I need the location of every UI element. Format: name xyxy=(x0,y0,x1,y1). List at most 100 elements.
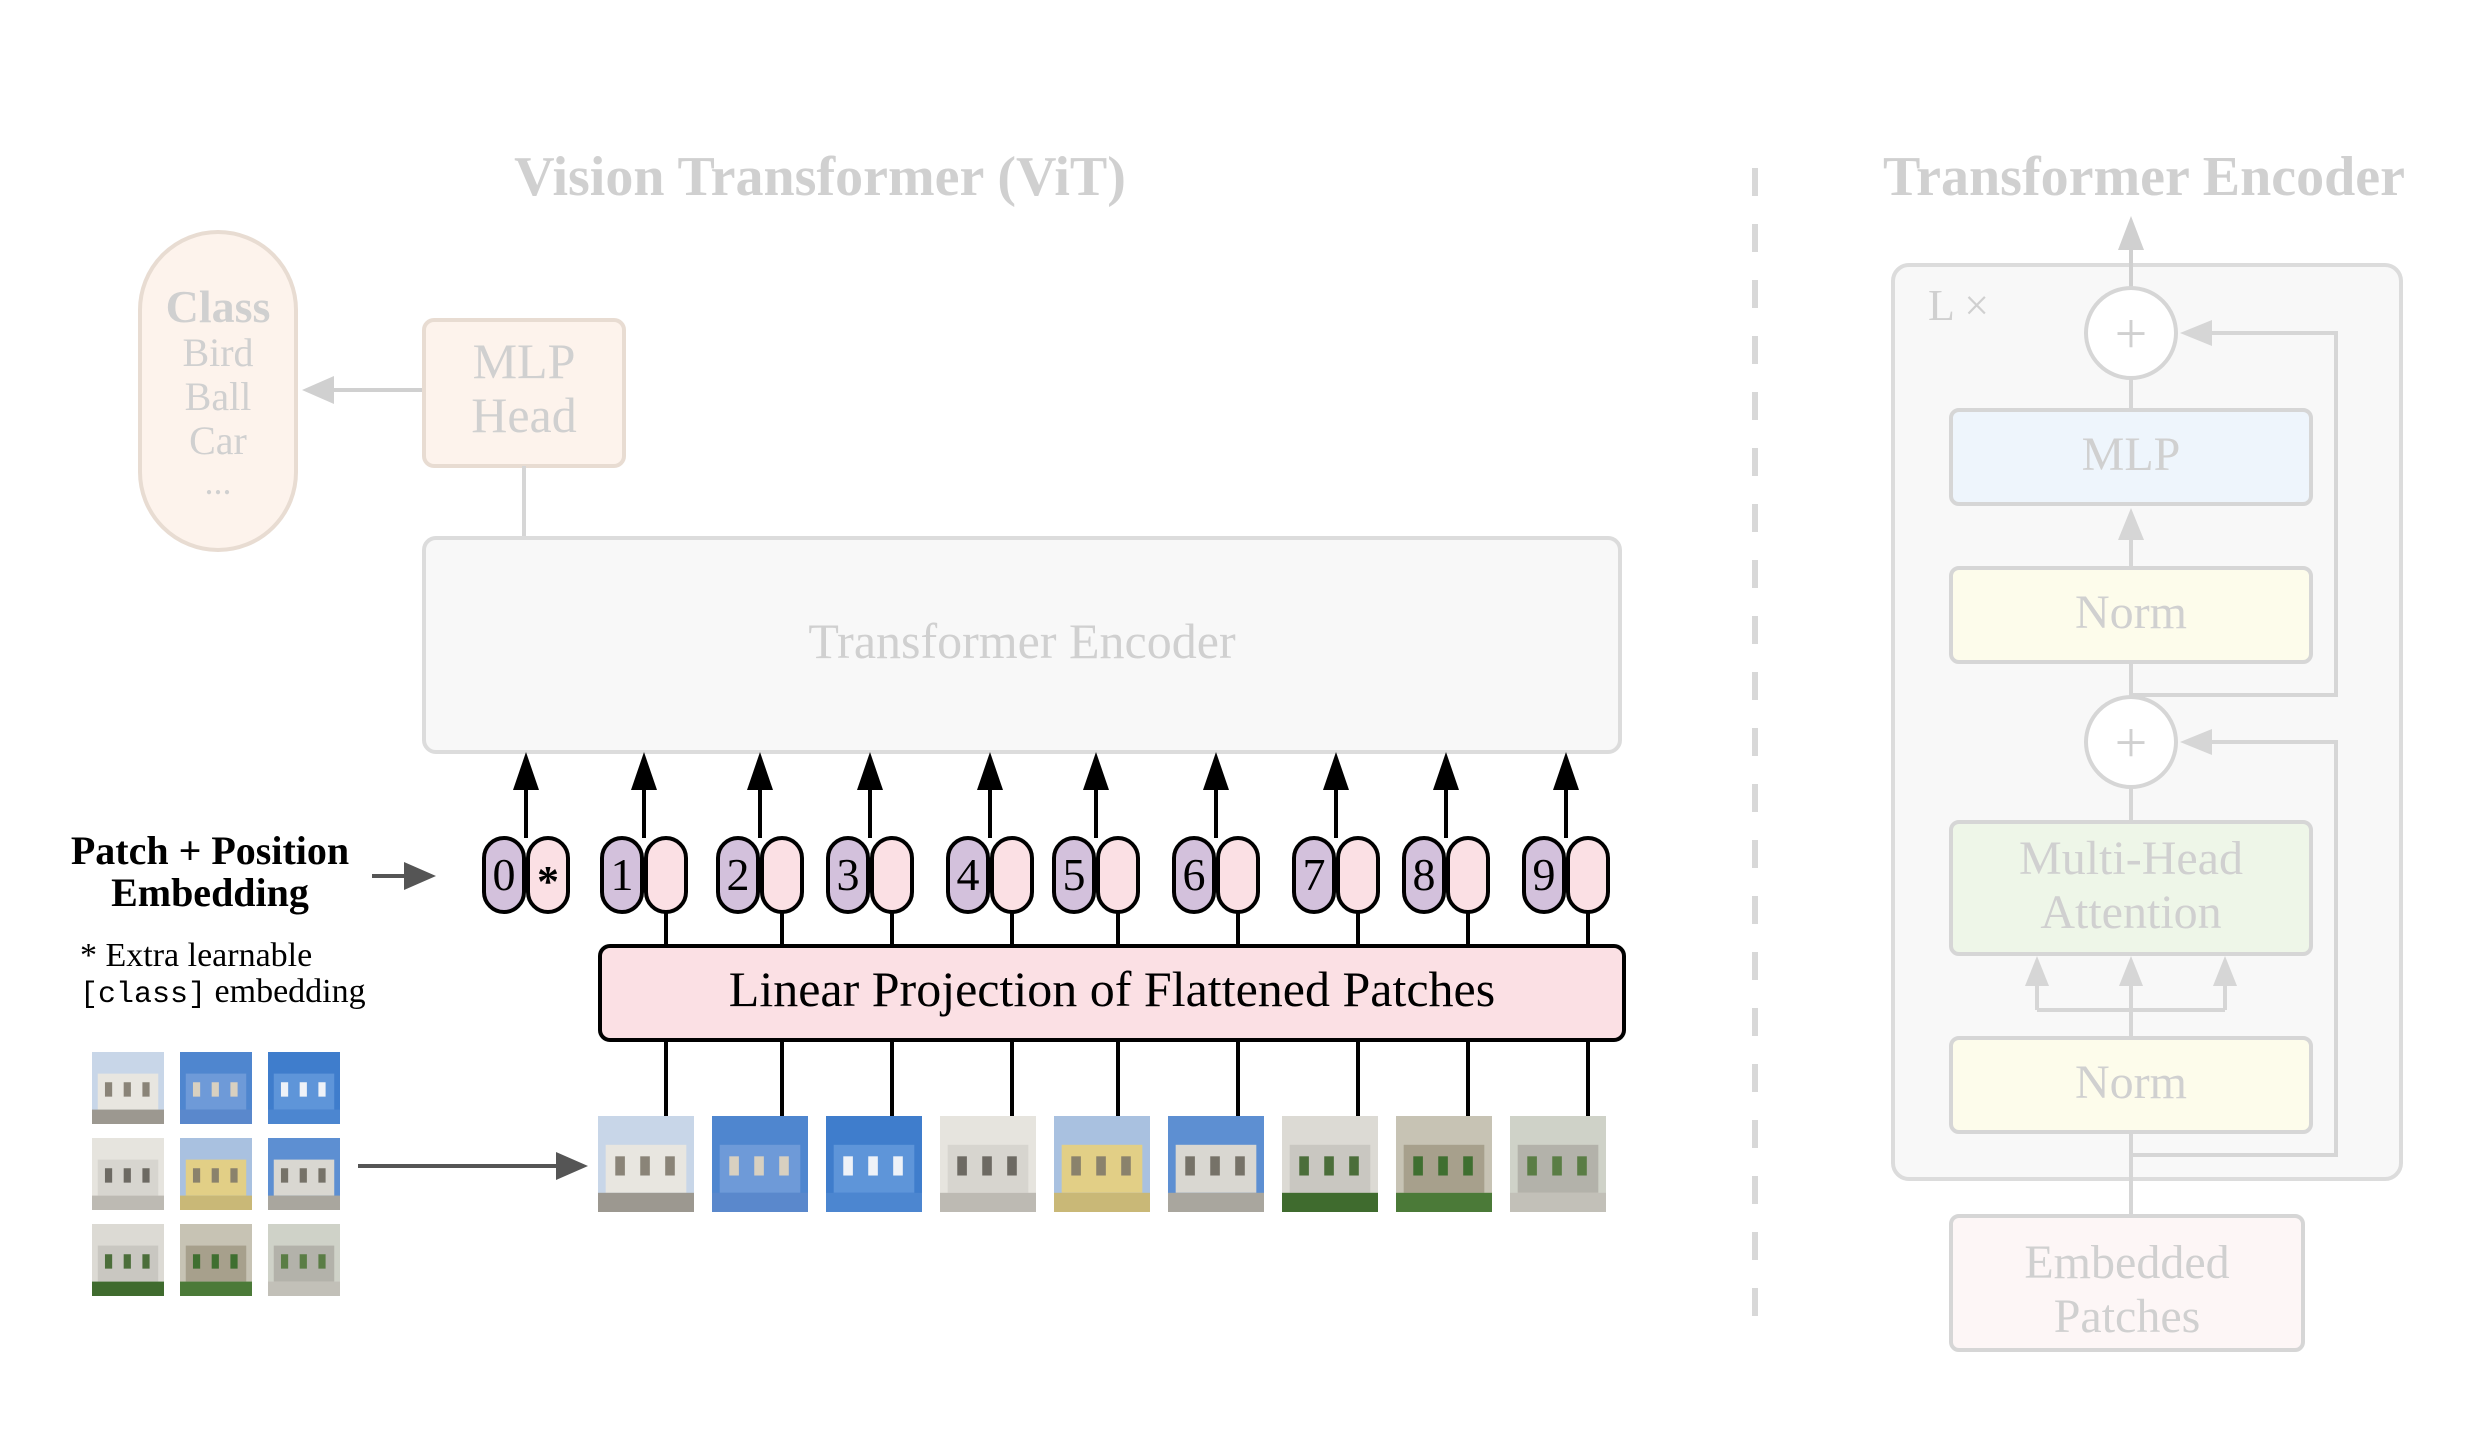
class-output-box: Class Bird Ball Car ... xyxy=(138,230,298,552)
token-arrowhead-8 xyxy=(1433,752,1459,790)
mlp-head-line2: Head xyxy=(471,387,577,443)
patch-embedding-5 xyxy=(1096,836,1140,914)
token-number-2: 2 xyxy=(727,849,750,900)
mlp-head-line1: MLP xyxy=(473,333,576,389)
linear-projection-box: Linear Projection of Flattened Patches xyxy=(598,944,1626,1042)
residual-skip-bottom-arrowhead xyxy=(2180,729,2212,755)
patch-4 xyxy=(940,1116,1036,1212)
residual-skip-top-arrowhead xyxy=(2180,320,2212,346)
transformer-encoder-box: Transformer Encoder xyxy=(422,536,1622,754)
token-1: 1 xyxy=(600,752,688,946)
token-0: 0* xyxy=(482,752,570,914)
token-arrowhead-9 xyxy=(1553,752,1579,790)
token-9: 9 xyxy=(1522,752,1610,946)
grid-tile-9 xyxy=(268,1224,340,1296)
token-arrowhead-3 xyxy=(857,752,883,790)
extra-note-rest: embedding xyxy=(206,973,366,1010)
patch-embedding-6 xyxy=(1216,836,1260,914)
patch-9 xyxy=(1510,1116,1606,1212)
patch-embedding-2 xyxy=(760,836,804,914)
extra-note-line1: * Extra learnable xyxy=(80,937,312,974)
extra-note-line2: [class] embedding xyxy=(80,973,366,1012)
residual-skip-bottom xyxy=(2131,740,2338,1157)
token-8: 8 xyxy=(1402,752,1490,946)
token-3: 3 xyxy=(826,752,914,946)
patch-8 xyxy=(1396,1116,1492,1212)
grid-tile-6 xyxy=(268,1138,340,1210)
encoder-norm-bottom-label: Norm xyxy=(2075,1056,2187,1109)
class-item-car: Car xyxy=(189,418,247,463)
token-number-0: 0 xyxy=(493,849,516,900)
token-number-4: 4 xyxy=(957,849,980,900)
position-embedding-1 xyxy=(600,836,644,914)
mlp-head-box: MLP Head xyxy=(422,318,626,468)
patch-1 xyxy=(598,1116,694,1212)
token-arrowhead-5 xyxy=(1083,752,1109,790)
encoder-detail-title: Transformer Encoder xyxy=(1883,146,2405,208)
grid-tile-3 xyxy=(268,1052,340,1124)
repeat-label: L × xyxy=(1928,281,1989,330)
position-embedding-0 xyxy=(482,836,526,914)
token-number-8: 8 xyxy=(1413,849,1436,900)
extra-note-code: [class] xyxy=(80,978,206,1012)
token-4: 4 xyxy=(946,752,1034,946)
linear-projection-label: Linear Projection of Flattened Patches xyxy=(729,961,1495,1017)
class-item-bird: Bird xyxy=(182,330,253,375)
residual-skip-top xyxy=(2131,331,2338,697)
patch-strip xyxy=(598,1040,1606,1212)
encoder-attention-box: Multi-Head Attention xyxy=(1949,820,2313,956)
patch-embedding-8 xyxy=(1446,836,1490,914)
position-embedding-3 xyxy=(826,836,870,914)
position-embedding-8 xyxy=(1402,836,1446,914)
attention-input-mid-head xyxy=(2119,956,2143,986)
encoder-norm-bottom-box: Norm xyxy=(1949,1036,2313,1134)
token-2: 2 xyxy=(716,752,804,946)
patch-6 xyxy=(1168,1116,1264,1212)
position-embedding-7 xyxy=(1292,836,1336,914)
position-embedding-9 xyxy=(1522,836,1566,914)
grid-tile-4 xyxy=(92,1138,164,1210)
token-arrowhead-0 xyxy=(513,752,539,790)
embedded-patches-box: Embedded Patches xyxy=(1949,1214,2305,1352)
grid-tile-8 xyxy=(180,1224,252,1296)
encoder-mlp-box: MLP xyxy=(1949,408,2313,506)
patch-2 xyxy=(712,1116,808,1212)
class-heading: Class xyxy=(166,281,271,332)
encoder-norm-top-box: Norm xyxy=(1949,566,2313,664)
patch-embedding-4 xyxy=(990,836,1034,914)
encoder-norm-top-label: Norm xyxy=(2075,586,2187,639)
vit-title: Vision Transformer (ViT) xyxy=(514,146,1126,208)
attention-input-right-head xyxy=(2213,956,2237,986)
embedding-label-line2: Embedding xyxy=(111,870,309,915)
encoder-attention-line1: Multi-Head xyxy=(2019,832,2243,885)
token-number-1: 1 xyxy=(611,849,634,900)
token-number-7: 7 xyxy=(1303,849,1326,900)
token-arrowhead-2 xyxy=(747,752,773,790)
residual-add-bottom xyxy=(2084,695,2178,789)
patch-embedding-9 xyxy=(1566,836,1610,914)
token-6: 6 xyxy=(1172,752,1260,946)
token-layer: 0* 1 2 3 4 5 6 7 8 9 xyxy=(482,752,1610,946)
token-arrowhead-7 xyxy=(1323,752,1349,790)
residual-add-bottom-symbol: + xyxy=(2115,710,2148,775)
attention-input-left-head xyxy=(2025,956,2049,986)
embedding-label-line1: Patch + Position xyxy=(71,828,349,873)
position-embedding-6 xyxy=(1172,836,1216,914)
position-embedding-2 xyxy=(716,836,760,914)
source-image-grid xyxy=(92,1052,340,1296)
token-arrowhead-6 xyxy=(1203,752,1229,790)
token-number-5: 5 xyxy=(1063,849,1086,900)
token-number-6: 6 xyxy=(1183,849,1206,900)
patch-3 xyxy=(826,1116,922,1212)
patch-7 xyxy=(1282,1116,1378,1212)
residual-add-top-symbol: + xyxy=(2115,301,2148,366)
token-7: 7 xyxy=(1292,752,1380,946)
patch-5 xyxy=(1054,1116,1150,1212)
token-arrowhead-4 xyxy=(977,752,1003,790)
token-number-3: 3 xyxy=(837,849,860,900)
patch-embedding-0 xyxy=(526,836,570,914)
patch-embedding-1 xyxy=(644,836,688,914)
embedded-patches-line1: Embedded xyxy=(2024,1236,2229,1289)
token-5: 5 xyxy=(1052,752,1140,946)
